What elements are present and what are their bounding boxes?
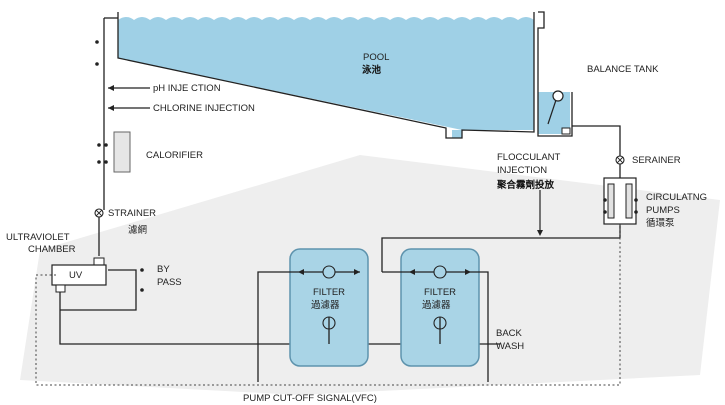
- uv-chamber-label-1: ULTRAVIOLET: [6, 232, 70, 243]
- filter-inlet-header: [257, 271, 298, 382]
- pump-1: [607, 183, 615, 219]
- background-plate: [20, 155, 720, 395]
- flocculant-label-zh: 聚合霧劑投放: [496, 179, 555, 191]
- filter-2-vessel: [400, 248, 480, 367]
- uv-label: UV: [69, 270, 83, 281]
- injection-dots: [95, 40, 108, 164]
- bypass-label-1: BY: [157, 264, 170, 275]
- filter-1-label: FILTER: [313, 287, 345, 298]
- flocculant-label-2: INJECTION: [497, 165, 547, 176]
- uv-unit: [51, 264, 107, 286]
- flocculant-arrow-icon: [537, 230, 543, 236]
- bypass-label-2: PASS: [157, 277, 182, 288]
- balance-tank-outline: [537, 11, 573, 137]
- pumps-label-2: PUMPS: [646, 205, 680, 216]
- pool-label: POOL: [363, 52, 389, 63]
- bypass-pipe: [60, 269, 137, 311]
- filter-1-vessel: [289, 248, 369, 367]
- strainer-right-cross-icon: [616, 156, 624, 164]
- strainer-left-label-zh: 濾網: [128, 224, 147, 236]
- pool-label-zh: 泳池: [362, 64, 382, 76]
- filter-2-top-valve: [433, 265, 447, 279]
- tank-outlet: [561, 127, 571, 135]
- filter-top-header: [381, 237, 620, 272]
- chlorine-injection-label: CHLORINE INJECTION: [153, 103, 255, 114]
- float-arm: [547, 99, 557, 125]
- tank-outlet-pipe: [572, 125, 621, 156]
- filter-1-arrow-left-icon: [298, 269, 304, 275]
- calorifier-unit: [113, 131, 131, 173]
- circulating-pumps: [603, 177, 638, 225]
- flocculant-label-1: FLOCCULANT: [497, 152, 561, 163]
- backwash-label-2: WASH: [496, 341, 524, 352]
- pool: [117, 12, 535, 139]
- chlorine-injection-arrowhead: [108, 105, 114, 111]
- balance-tank: [537, 11, 573, 137]
- strainer-left-label: STRAINER: [108, 208, 156, 219]
- strainer-right-label: SERAINER: [632, 155, 681, 166]
- pool-outline: [117, 12, 535, 139]
- filter-outlet-pipe: [471, 271, 489, 382]
- float-ball: [552, 90, 564, 102]
- backwash-label-1: BACK: [496, 328, 523, 339]
- pool-water: [118, 17, 534, 138]
- calorifier-label: CALORIFIER: [146, 150, 203, 161]
- filter-1: FILTER 過濾器: [289, 248, 369, 367]
- balance-tank-label: BALANCE TANK: [587, 64, 659, 75]
- filter-1-arrow-icon: [354, 269, 360, 275]
- filter-2-label: FILTER: [424, 287, 456, 298]
- bypass-dots: [140, 268, 144, 292]
- uv-outlet: [55, 284, 66, 293]
- uv-inlet: [93, 257, 105, 266]
- strainer-left-cross-icon: [95, 209, 103, 217]
- uv-chamber-label-2: CHAMBER: [28, 244, 76, 255]
- pumps-label-1: CIRCULATNG: [646, 192, 707, 203]
- filter-2-arrow-icon: [465, 269, 471, 275]
- filter-2: FILTER 過濾器: [400, 248, 480, 367]
- filter-2-label-zh: 過濾器: [422, 299, 451, 311]
- filter-1-top-valve: [322, 265, 336, 279]
- pump-2: [625, 183, 633, 219]
- filter-2-arrow-left-icon: [409, 269, 415, 275]
- ph-injection-label: pH INJE CTION: [153, 83, 221, 94]
- ph-injection-arrowhead: [108, 85, 114, 91]
- filter-1-label-zh: 過濾器: [311, 299, 340, 311]
- pumps-label-zh: 循環泵: [646, 217, 675, 229]
- pump-cutoff-label: PUMP CUT-OFF SIGNAL(VFC): [243, 393, 377, 404]
